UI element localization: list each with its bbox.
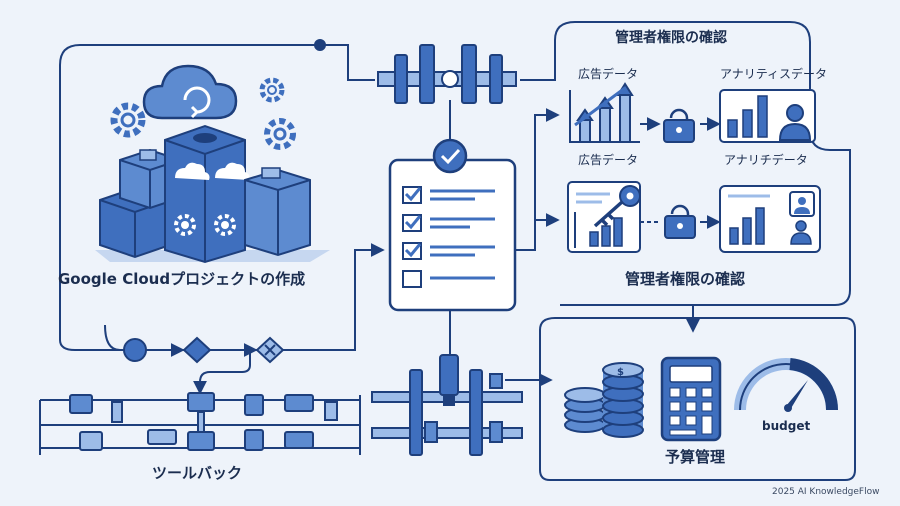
user-icon — [778, 104, 812, 141]
growth-chart-icon — [569, 82, 640, 143]
analytics-data-bottom-label: アナリチデータ — [724, 152, 808, 167]
pipe-blocks — [69, 392, 338, 451]
cube-stack-icon — [95, 124, 330, 264]
flow-nodes — [123, 336, 285, 364]
check-badge-icon — [432, 138, 468, 174]
junction-dot — [314, 39, 326, 51]
diamond-node-icon — [182, 336, 212, 364]
gcp-project-label: Google Cloudプロジェクトの作成 — [58, 270, 305, 288]
budget-mgmt-label: 予算管理 — [665, 448, 725, 466]
pipe-connector-top — [377, 44, 517, 104]
lock-icon — [664, 204, 696, 239]
admin-check-top-label: 管理者権限の確認 — [615, 29, 727, 46]
connector-lines — [59, 21, 856, 481]
lock-icon — [663, 108, 695, 143]
gear-icon — [259, 77, 285, 103]
gear-icon — [264, 118, 296, 150]
coin-stack-icon: $ — [564, 362, 644, 438]
analytics-data-top-label: アナリティスデータ — [720, 66, 827, 81]
analytics-card-icon — [719, 185, 821, 253]
budget-label: budget — [762, 419, 810, 433]
gear-icon — [110, 102, 146, 138]
ad-data-bottom-label: 広告データ — [578, 152, 638, 167]
footer-credit: 2025 AI KnowledgeFlow — [772, 487, 879, 497]
pipe-connector-bottom — [371, 354, 523, 456]
cloud-sync-icon — [142, 64, 238, 120]
key-icon — [593, 185, 641, 228]
toolback-label: ツールバック — [152, 464, 242, 482]
checklist-icon — [388, 158, 517, 312]
calculator-icon — [660, 356, 722, 442]
gauge-icon — [734, 358, 839, 412]
admin-check-mid-label: 管理者権限の確認 — [625, 270, 745, 288]
svg-text:$: $ — [617, 367, 624, 378]
ad-data-top-label: 広告データ — [578, 66, 638, 81]
start-node-icon — [123, 338, 147, 362]
